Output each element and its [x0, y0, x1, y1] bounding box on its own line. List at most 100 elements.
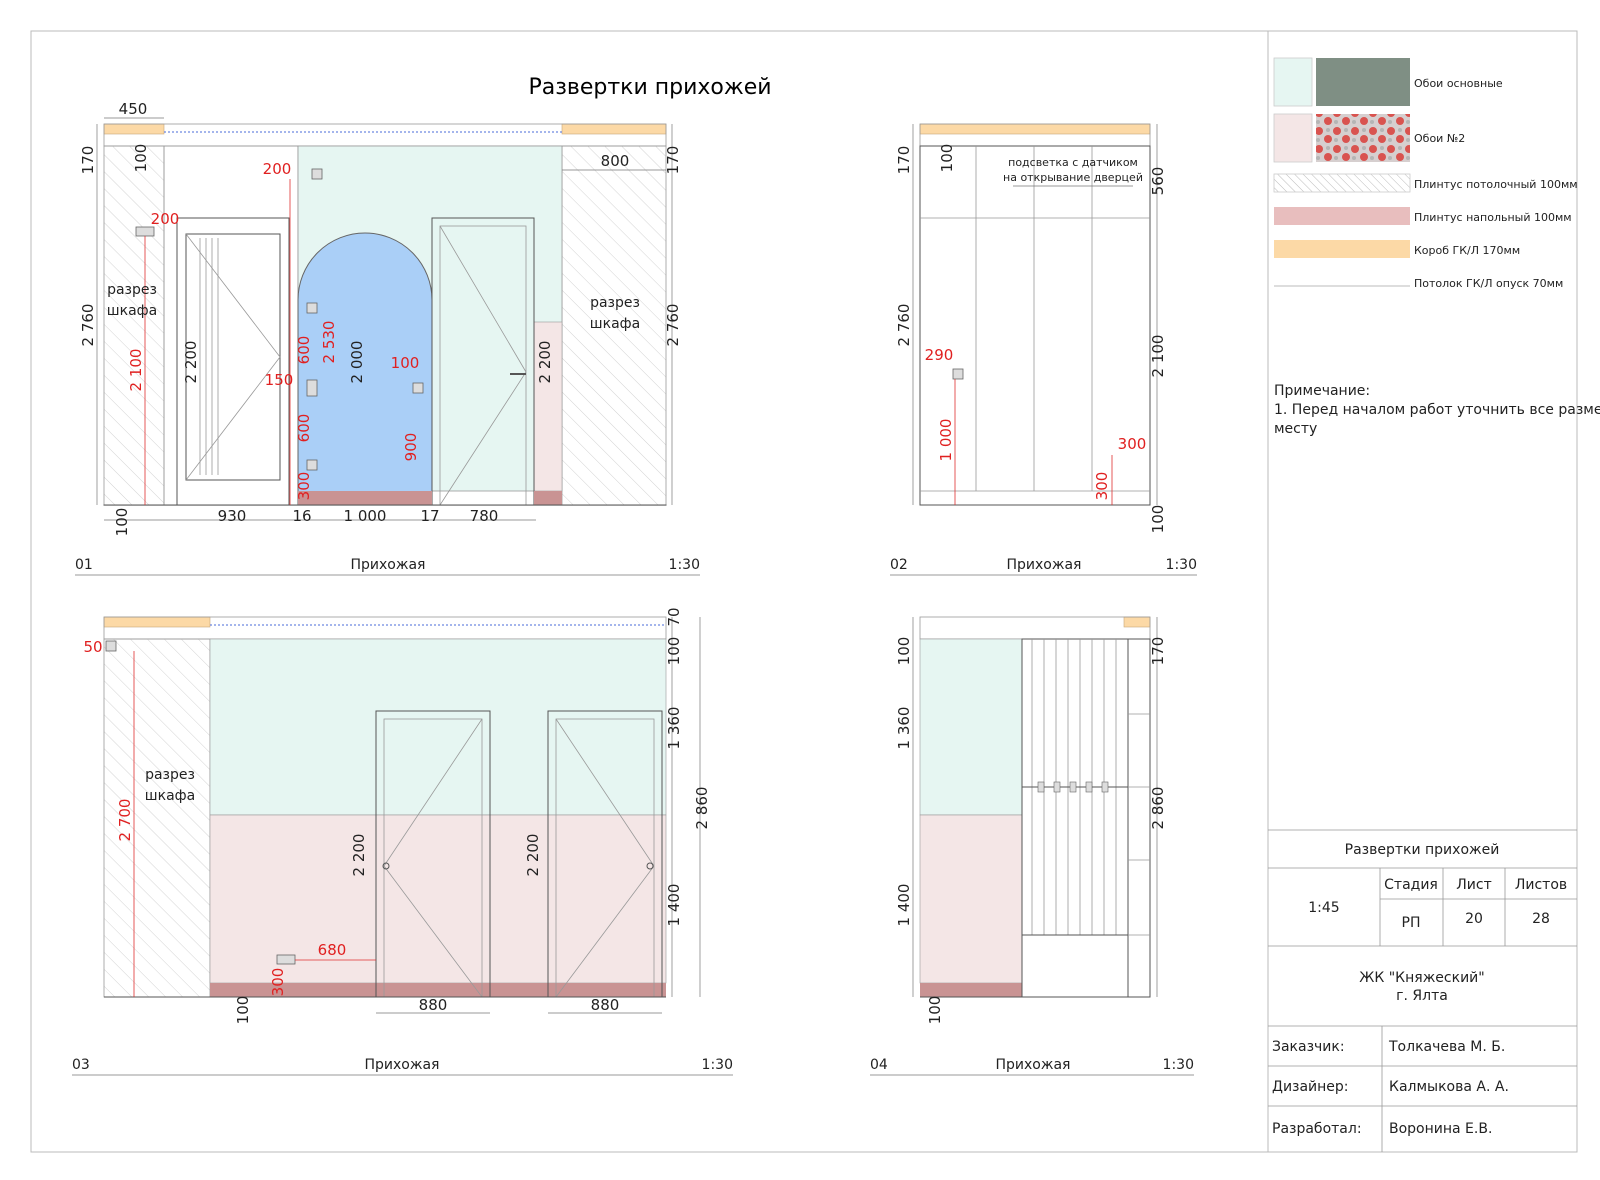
tb-sheets-total: 28 — [1532, 911, 1550, 927]
note-heading: Примечание: — [1274, 383, 1370, 399]
sensor-note: на открывание дверцей — [1003, 171, 1143, 184]
tb-designer-label: Дизайнер: — [1272, 1079, 1349, 1095]
dim-2700: 2 700 — [116, 799, 134, 842]
dim-170: 170 — [79, 146, 97, 175]
dim-100: 100 — [895, 637, 913, 666]
note-text: 1. Перед началом работ уточнить все разм… — [1274, 402, 1600, 418]
view-number: 04 — [870, 1057, 888, 1073]
hook-icon — [1085, 781, 1093, 793]
legend-label: Потолок ГК/Л опуск 70мм — [1414, 277, 1563, 290]
wardrobe-label: шкафа — [107, 303, 157, 319]
legend-label: Обои №2 — [1414, 132, 1465, 145]
dim-290: 290 — [925, 346, 954, 364]
dim-300: 300 — [295, 472, 313, 501]
switch-icon — [412, 382, 424, 394]
note-text: месту — [1274, 421, 1317, 437]
dim-2100: 2 100 — [127, 349, 145, 392]
dim-2200: 2 200 — [350, 834, 368, 877]
dim-2200: 2 200 — [524, 834, 542, 877]
sheet-frame — [30, 30, 1578, 1153]
dim-100: 100 — [665, 637, 683, 666]
coat-rack-niche — [1021, 638, 1129, 998]
drawing-title: Развертки прихожей — [528, 75, 771, 100]
dim-1000: 1 000 — [937, 419, 955, 462]
view-room: Прихожая — [365, 1057, 440, 1073]
dim-2860: 2 860 — [1149, 787, 1167, 830]
floor-baseboard — [298, 491, 432, 505]
dim-70: 70 — [665, 607, 683, 626]
floor-baseboard-fill — [1274, 207, 1410, 225]
dim-560: 560 — [1149, 167, 1167, 196]
wardrobe-label: разрез — [590, 295, 640, 311]
socket-icon — [306, 379, 318, 397]
switch-icon — [306, 302, 318, 314]
sensor-note: подсветка с датчиком — [1008, 156, 1138, 169]
view-scale: 1:30 — [669, 557, 700, 573]
view-number: 02 — [890, 557, 908, 573]
tb-sheet-number: 20 — [1465, 911, 1483, 927]
view-03-elevation: 50 разрез шкафа 2 700 2 200 2 200 680 30… — [72, 607, 733, 1076]
wall-wallpaper-2 — [919, 814, 1023, 984]
tb-stage: РП — [1402, 915, 1421, 931]
tb-customer-label: Заказчик: — [1272, 1039, 1345, 1055]
legend: Обои основные Обои №2 Плинтус потолочный… — [1273, 57, 1578, 290]
tb-sheet-header: Лист — [1456, 877, 1491, 893]
view-room: Прихожая — [1007, 557, 1082, 573]
dim-2100: 2 100 — [1149, 335, 1167, 378]
dim-780: 780 — [470, 507, 499, 525]
gkl-box-fill — [1274, 240, 1410, 258]
dim-300: 300 — [269, 968, 287, 997]
hook-icon — [1101, 781, 1109, 793]
dim-450: 450 — [119, 100, 148, 118]
dim-680: 680 — [318, 941, 347, 959]
dim-2530: 2 530 — [320, 321, 338, 364]
dim-880: 880 — [419, 996, 448, 1014]
dim-2200: 2 200 — [182, 341, 200, 384]
dim-170: 170 — [895, 146, 913, 175]
dim-2760: 2 760 — [895, 304, 913, 347]
wall-main-wallpaper — [919, 638, 1023, 816]
tb-sheets-header: Листов — [1515, 877, 1567, 893]
dim-200: 200 — [263, 160, 292, 178]
socket-icon — [276, 954, 296, 965]
dim-600: 600 — [295, 414, 313, 443]
socket-icon — [135, 226, 155, 237]
dim-50: 50 — [83, 638, 102, 656]
view-number: 03 — [72, 1057, 90, 1073]
dim-100: 100 — [938, 144, 956, 173]
hook-icon — [1053, 781, 1061, 793]
title-block: Развертки прихожей 1:45 Стадия Лист Лист… — [1268, 829, 1577, 1152]
view-number: 01 — [75, 557, 93, 573]
ceiling-baseboard-hatch — [1273, 173, 1411, 193]
dim-600: 600 — [295, 336, 313, 365]
hook-icon — [1037, 781, 1045, 793]
tb-project: ЖК "Княжеский" — [1359, 970, 1484, 986]
gkl-box-left — [103, 123, 165, 135]
wardrobe-label: разрез — [107, 282, 157, 298]
wallpaper-2-sample — [1316, 114, 1410, 162]
dim-1000: 1 000 — [344, 507, 387, 525]
dim-300: 300 — [1093, 472, 1111, 501]
legend-label: Плинтус напольный 100мм — [1414, 211, 1572, 224]
socket-icon — [306, 459, 318, 471]
view-scale: 1:30 — [1163, 1057, 1194, 1073]
dim-800: 800 — [601, 152, 630, 170]
view-room: Прихожая — [996, 1057, 1071, 1073]
view-scale: 1:30 — [702, 1057, 733, 1073]
dim-170: 170 — [1149, 637, 1167, 666]
dim-100: 100 — [391, 354, 420, 372]
dim-930: 930 — [218, 507, 247, 525]
gkl-box-right — [561, 123, 667, 135]
hook-icon — [1069, 781, 1077, 793]
wardrobe-label: разрез — [145, 767, 195, 783]
floor-baseboard — [920, 983, 1022, 997]
dim-1360: 1 360 — [895, 707, 913, 750]
wallpaper-2-swatch — [1273, 113, 1313, 163]
dim-300: 300 — [1118, 435, 1147, 453]
note-block: Примечание: 1. Перед началом работ уточн… — [1274, 383, 1600, 437]
dim-100: 100 — [1149, 505, 1167, 534]
arched-mirror — [297, 232, 433, 506]
dim-2760: 2 760 — [79, 304, 97, 347]
dim-2000: 2 000 — [348, 341, 366, 384]
